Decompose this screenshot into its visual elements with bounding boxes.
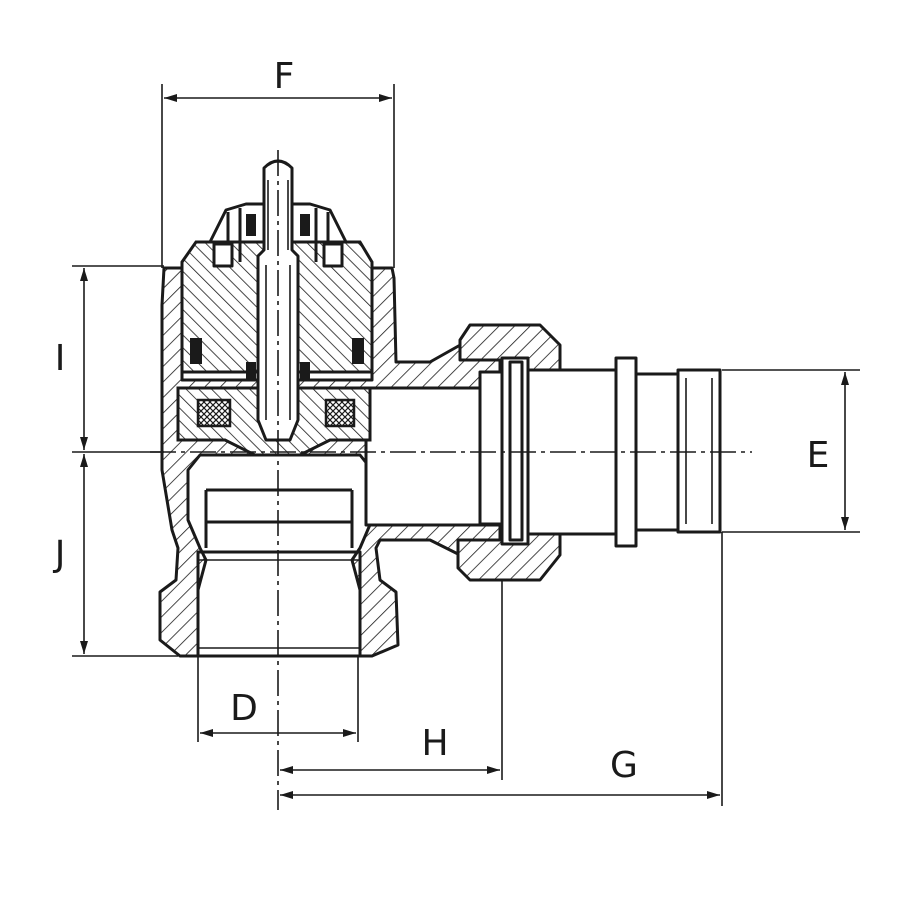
valve-spindle (256, 159, 300, 442)
dimension-label-i: I (55, 338, 66, 379)
center-lines (150, 150, 752, 810)
dimension-label-h: H (421, 723, 448, 764)
dimension-label-d: D (230, 688, 258, 729)
dimension-label-j: J (53, 534, 66, 575)
dimension-label-e: E (807, 435, 830, 476)
dimension-label-g: G (610, 745, 638, 786)
dimension-lines (72, 84, 860, 806)
dimension-label-f: F (274, 56, 295, 97)
